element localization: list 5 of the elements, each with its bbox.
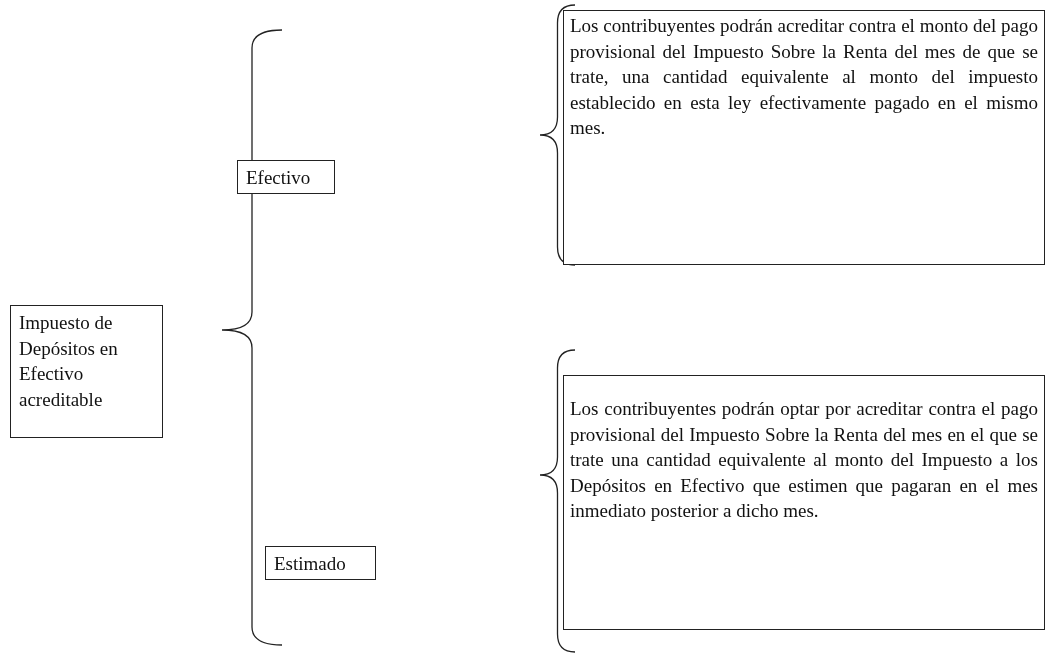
category-box: Efectivo	[237, 160, 335, 194]
text-box: Los contribuyentes podrán acreditar contra el monto del pago provisional del Impuesto Sobre la Renta del mes de que se trate, una cantidad equivalente al monto del impuesto establecido en esta ley efectivamente pagado en el mismo mes.	[563, 10, 1045, 265]
text-box: Los contribuyentes podrán optar por acreditar contra el pago provisional del Impuesto Sobre la Renta del mes en el que se trate una cantidad equivalente al monto del Impuesto a los Depósitos en Efectivo que estimen que pagaran en el mes inmediato posterior a dicho mes.	[563, 375, 1045, 630]
category-box: Estimado	[265, 546, 376, 580]
category-box: Impuesto de Depósitos en Efectivo acreditable	[10, 305, 163, 438]
